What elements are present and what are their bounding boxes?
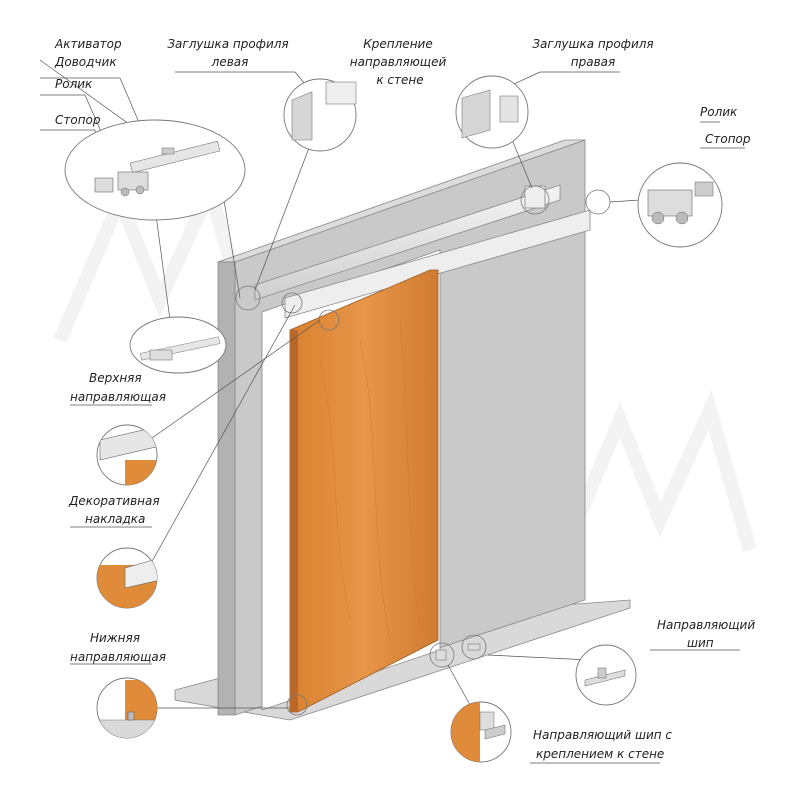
label-cap-right-line1: Заглушка профиля (532, 37, 654, 51)
label-guide-pin-wall-line1: Направляющий шип с (533, 728, 673, 742)
detail-guide-pin-wall (450, 701, 512, 763)
detail-wall-mount (325, 81, 357, 105)
label-bottom-rail-line1: Нижняя (90, 631, 140, 645)
detail-top-rail (96, 424, 158, 486)
label-wall-mount-line2: направляющей (349, 55, 447, 69)
label-wall-mount-line1: Крепление (363, 37, 433, 51)
marker-circle-top-rail (318, 309, 340, 331)
guide-pin-wall-marker (435, 649, 447, 661)
label-stopper-left: Стопор (55, 113, 101, 127)
marker-circle-right-cap (520, 185, 550, 215)
decorative-overlay-bar (284, 209, 591, 319)
label-cap-left-line1: Заглушка профиля (167, 37, 289, 51)
label-top-rail-line1: Верхняя (89, 371, 142, 385)
detail-right-cap (455, 75, 529, 149)
label-activator: Активатор (55, 37, 122, 51)
detail-decorative-overlay (96, 547, 158, 609)
label-cap-right-line2: правая (570, 55, 616, 69)
marker-circle-guide-pin-wall (429, 642, 455, 668)
detail-guide-pin (575, 644, 637, 706)
label-top-rail-line2: направляющая (70, 390, 166, 404)
label-deco-line2: накладка (85, 512, 146, 526)
marker-circle-guide-pin (461, 634, 487, 660)
cap-right-on-rail (524, 185, 546, 209)
label-roller-left: Ролик (55, 77, 93, 91)
label-closer: Доводчик (55, 55, 117, 69)
label-guide-pin-line2: шип (687, 636, 714, 650)
label-guide-pin-line1: Направляющий (657, 618, 756, 632)
label-guide-pin-wall-line2: креплением к стене (536, 747, 665, 761)
detail-left-mechanism (64, 119, 246, 221)
door-edge (290, 330, 298, 712)
marker-circle-right-roller (585, 189, 611, 215)
label-roller-right: Ролик (700, 105, 738, 119)
label-wall-mount-line3: к стене (376, 73, 424, 87)
label-cap-left-line2: левая (211, 55, 249, 69)
detail-second-mechanism (129, 316, 227, 374)
marker-circle-bottom-rail (286, 694, 308, 716)
marker-circle-left-cap (235, 285, 261, 311)
label-stopper-right: Стопор (705, 132, 751, 146)
detail-bottom-rail (96, 677, 158, 739)
top-rail (254, 184, 561, 301)
wall-side (217, 261, 236, 716)
label-bottom-rail-line2: направляющая (70, 650, 166, 664)
guide-pin-marker (467, 643, 481, 651)
label-deco-line1: Декоративная (69, 494, 160, 508)
detail-right-roller (637, 162, 723, 248)
door-panel (289, 269, 439, 713)
marker-circle-left-mechanism (281, 292, 303, 314)
